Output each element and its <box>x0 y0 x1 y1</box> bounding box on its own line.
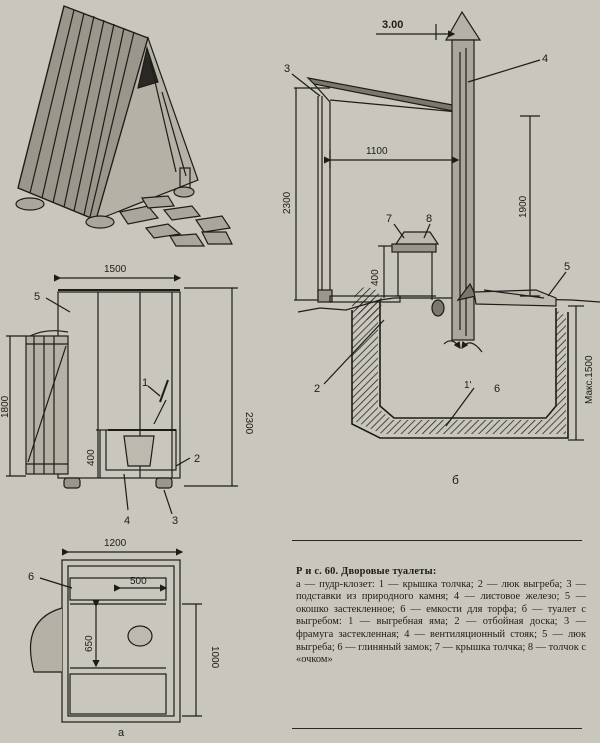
callout-2-front: 2 <box>194 453 200 465</box>
callout-3-front: 3 <box>172 515 178 527</box>
sublabel-b: б <box>452 473 459 487</box>
perspective-view <box>15 5 233 247</box>
sublabel-a: а <box>118 727 125 738</box>
dim-1900: 1900 <box>518 195 529 218</box>
figure-caption: Р и с. 60. Дворовые туалеты: а — пудр-кл… <box>296 566 586 667</box>
callout-4-section: 4 <box>542 53 548 65</box>
callout-1-front: 1 <box>142 377 148 389</box>
dim-650: 650 <box>84 635 95 652</box>
dim-2300-section: 2300 <box>282 191 293 214</box>
dim-2300-front: 2300 <box>243 412 254 435</box>
callout-7-section: 7 <box>386 213 392 225</box>
caption-rule-bottom <box>292 728 582 729</box>
callout-6-plan: 6 <box>28 571 34 583</box>
dim-3-00: 3.00 <box>382 19 403 31</box>
callout-2-section: 2 <box>314 383 320 395</box>
front-elevation <box>6 274 238 515</box>
dim-1000: 1000 <box>209 646 220 669</box>
caption-title: Р и с. 60. Дворовые туалеты: <box>296 566 437 577</box>
caption-body: а — пудр-клозет: 1 — крышка толчка; 2 — … <box>296 578 586 666</box>
callout-4-front: 4 <box>124 515 130 527</box>
callout-3-section: 3 <box>284 63 290 75</box>
dim-pit-depth: Макс.1500 <box>584 355 595 404</box>
callout-5-front: 5 <box>34 291 40 303</box>
caption-rule-top <box>292 540 582 541</box>
plan-view <box>30 548 202 723</box>
callout-6-section: 6 <box>494 383 500 395</box>
callout-1-section: 1' <box>464 380 472 391</box>
dim-500: 500 <box>130 576 147 587</box>
dim-1100: 1100 <box>366 146 388 157</box>
dim-400-front: 400 <box>86 449 97 466</box>
dim-1200: 1200 <box>104 538 127 549</box>
dim-1500: 1500 <box>104 264 127 275</box>
callout-5-section: 5 <box>564 261 570 273</box>
dim-400-section: 400 <box>370 269 381 286</box>
dim-1800: 1800 <box>0 395 11 418</box>
section-view <box>291 10 600 441</box>
callout-8-section: 8 <box>426 213 432 225</box>
